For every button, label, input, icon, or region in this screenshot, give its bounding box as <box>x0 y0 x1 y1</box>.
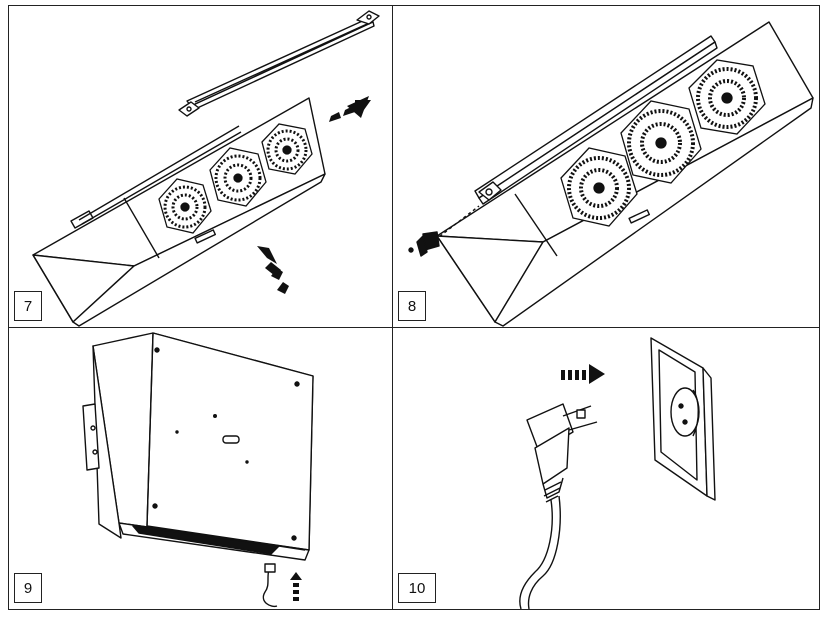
step-number-9: 9 <box>14 573 42 603</box>
vent-grille <box>132 525 306 555</box>
step-number-8: 8 <box>398 291 426 321</box>
screw-icon <box>408 205 480 257</box>
wall-socket <box>650 337 716 501</box>
panel-9-illustration <box>82 332 314 608</box>
step-number-10: 10 <box>398 573 436 603</box>
panel-step-9: 9 <box>9 328 392 609</box>
panel-step-7: 7 <box>9 6 392 327</box>
step-number-7: 7 <box>14 291 42 321</box>
arrow-right-icon <box>329 96 371 122</box>
mounting-rail <box>474 35 718 205</box>
arrow-up-icon <box>290 572 302 601</box>
panel-7-illustration <box>32 10 380 327</box>
mounting-rail <box>178 10 380 117</box>
device-box <box>82 332 314 561</box>
panel-grid <box>8 5 820 610</box>
grid-divider-vertical <box>392 5 394 610</box>
power-plug <box>519 403 598 609</box>
fan-grilles <box>158 123 313 234</box>
panel-step-8: 8 <box>393 6 819 327</box>
panel-10-illustration <box>519 337 716 609</box>
panel-8-illustration <box>408 21 814 327</box>
power-cable <box>262 563 278 608</box>
fan-grilles <box>560 59 766 227</box>
arrow-right-icon <box>561 364 605 384</box>
panel-step-10: 10 <box>393 328 819 609</box>
arrow-up-left-icon <box>257 246 289 294</box>
grid-divider-horizontal <box>8 327 820 329</box>
